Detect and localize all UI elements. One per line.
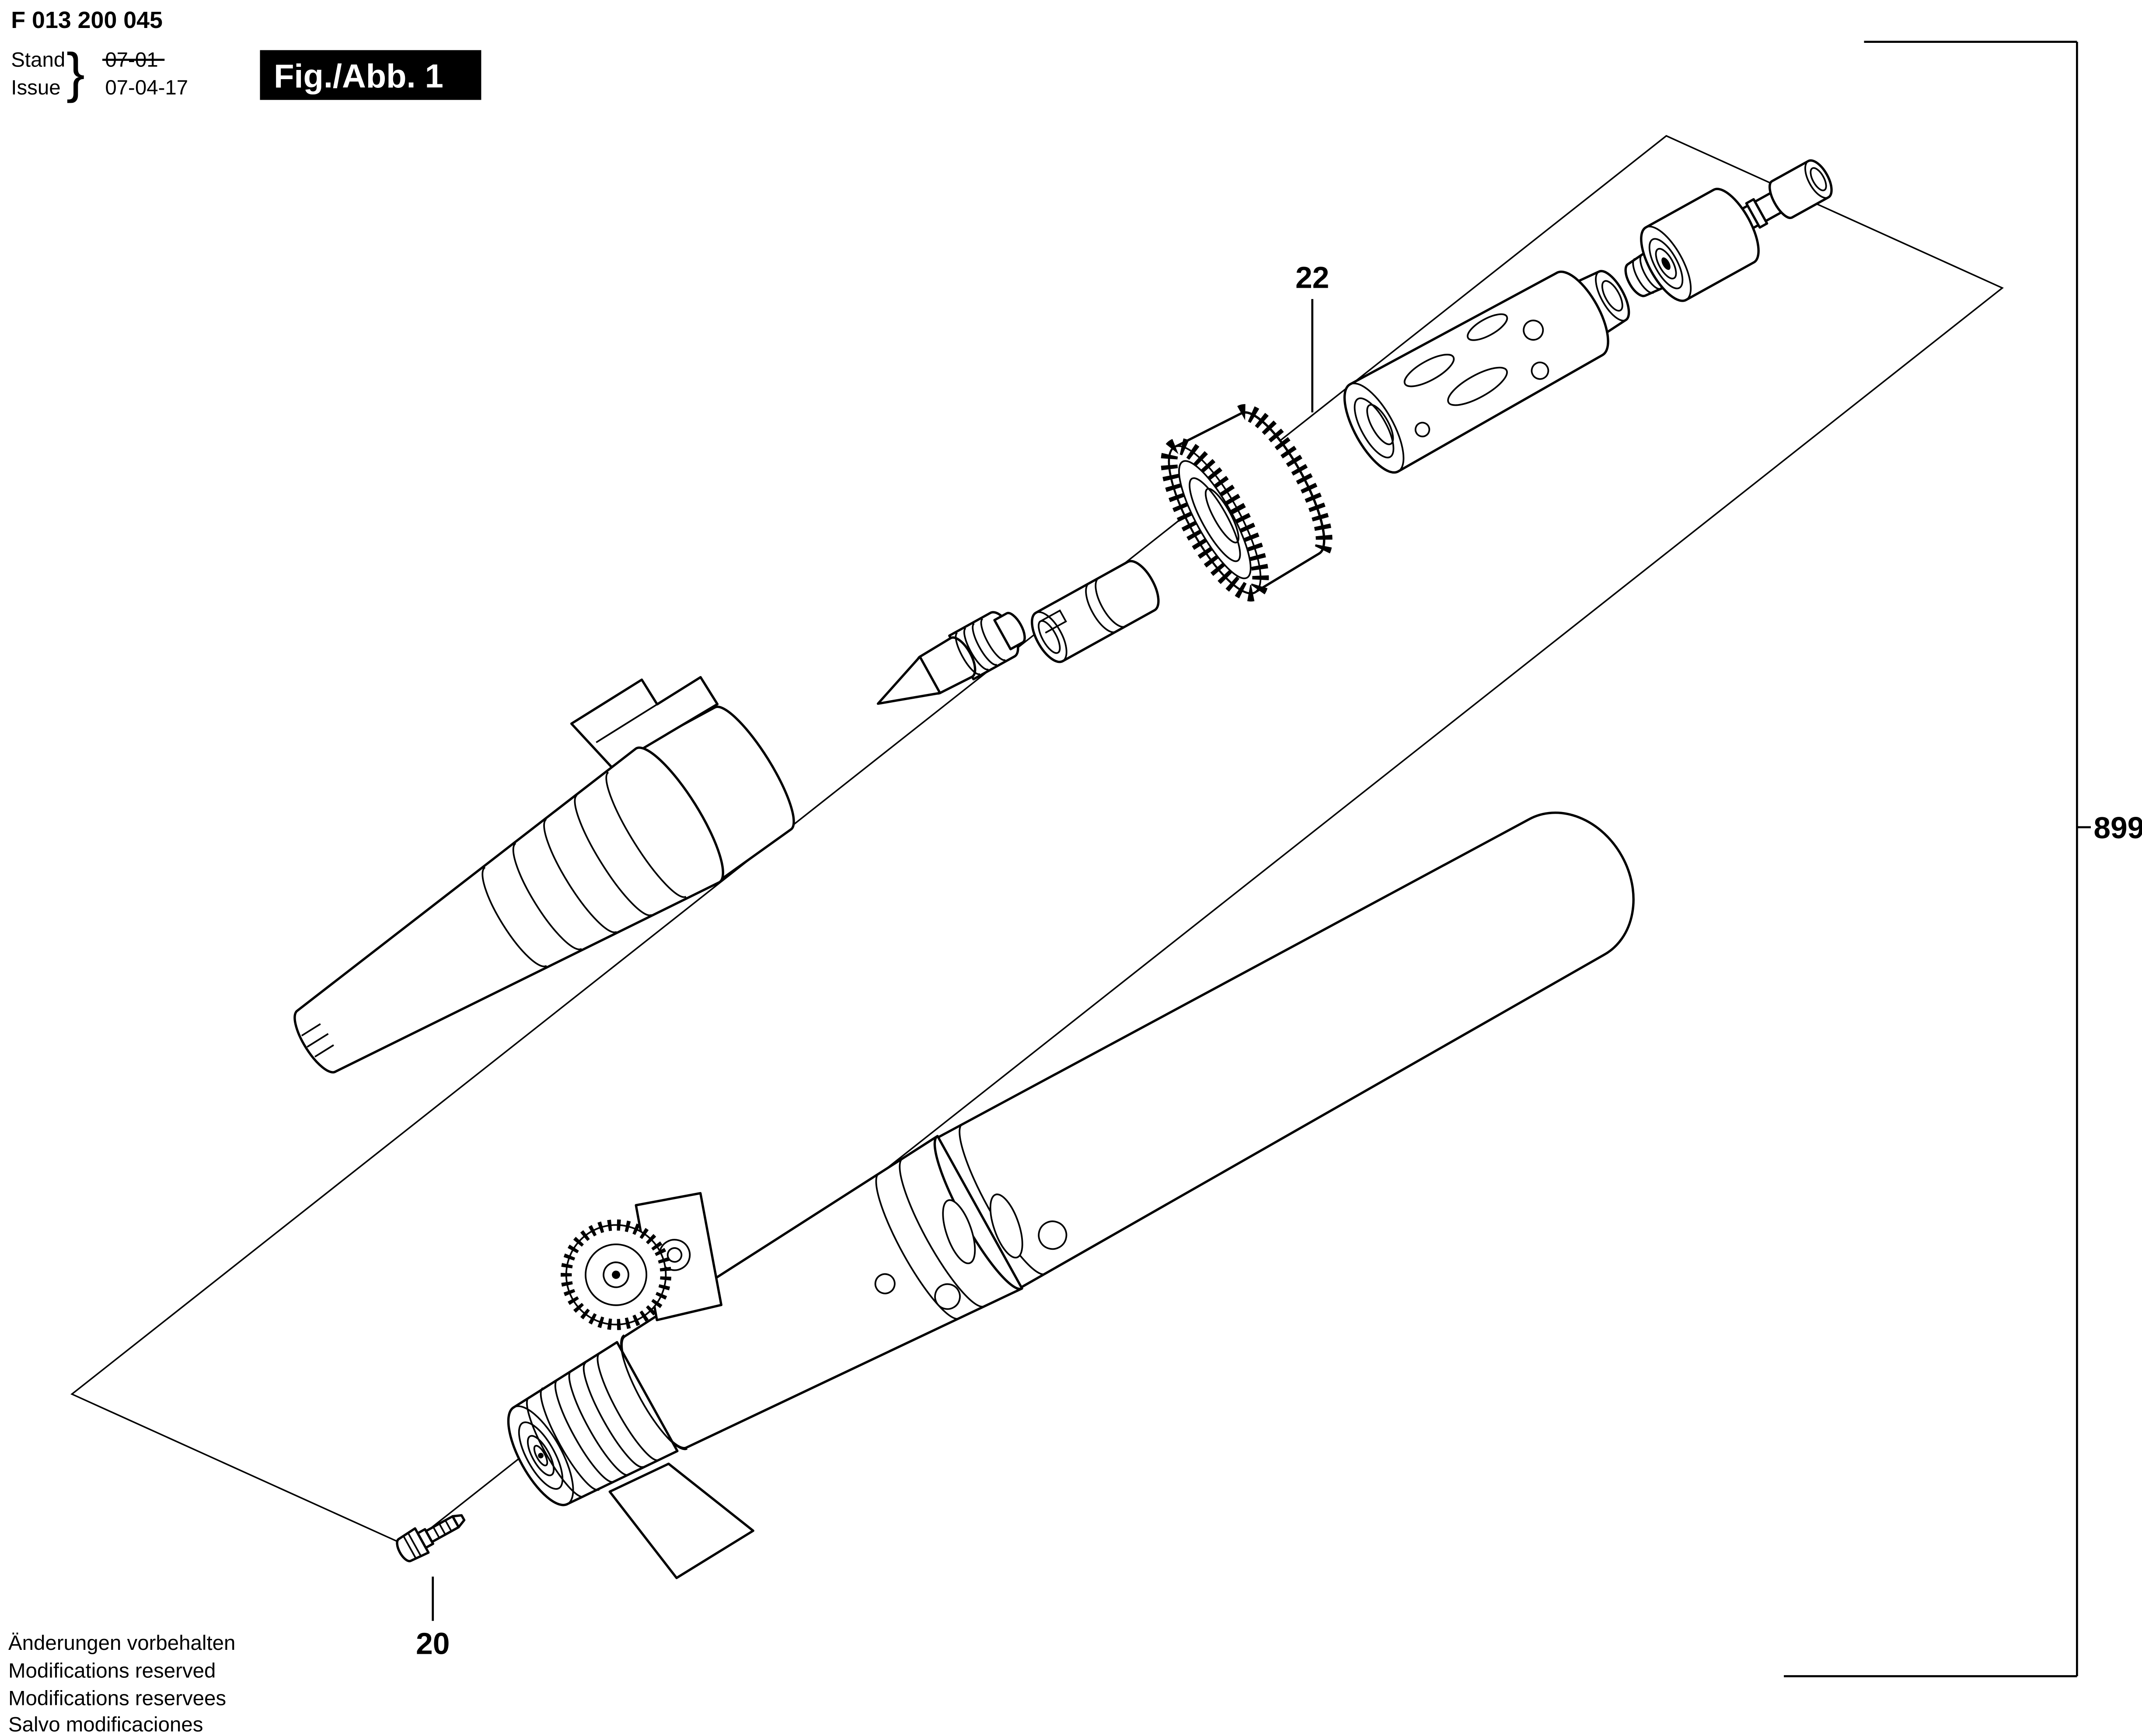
callout-899: 899: [2093, 811, 2142, 845]
footer-line-en: Modifications reserved: [8, 1659, 216, 1682]
knurled-nut-drawing: [1161, 404, 1333, 602]
callout-22: 22: [1295, 261, 1329, 295]
figure-label-box: [260, 50, 481, 100]
flame-guard-drawing: [1343, 270, 1630, 474]
tool-body-drawing: [507, 811, 1635, 1579]
callout-numbers: 22 899 20: [416, 261, 2142, 1661]
ejector-sleeve-drawing: [1031, 560, 1160, 663]
valve-screw-drawing: [396, 1514, 466, 1562]
part-number-text: F 013 200 045: [11, 7, 163, 33]
new-date-text: 07-04-17: [105, 76, 188, 99]
date-brace: }: [66, 42, 85, 104]
figure-label: Fig./Abb. 1: [274, 58, 443, 95]
issue-label: Issue: [11, 76, 60, 99]
stand-label: Stand: [11, 49, 65, 72]
assembly-outline-parallelogram: [70, 135, 2004, 1548]
footer-notices: Änderungen vorbehalten Modifications res…: [8, 1631, 235, 1736]
ignition-wheel-drawing: [561, 1219, 672, 1330]
ignition-unit-drawing: [1624, 159, 1833, 302]
callout-leaders: [432, 299, 1314, 1621]
callout-20: 20: [416, 1627, 450, 1661]
header-block: F 013 200 045 Stand Issue } 07-01 07-04-…: [11, 7, 481, 104]
protective-cap-drawing: [293, 676, 795, 1074]
assembly-bracket-899: [1784, 41, 2091, 1677]
footer-line-fr: Modifications reservees: [8, 1687, 226, 1710]
soldering-tip-drawing: [876, 611, 1026, 705]
footer-line-es: Salvo modificaciones: [8, 1713, 203, 1736]
footer-line-de: Änderungen vorbehalten: [8, 1631, 235, 1655]
